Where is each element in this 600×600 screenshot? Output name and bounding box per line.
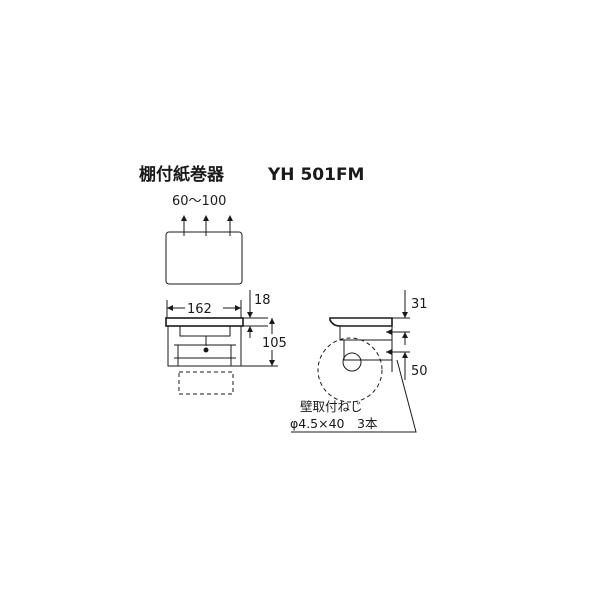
height-label-bg: [262, 334, 292, 350]
side-shelf: [329, 317, 393, 327]
width-arrow-left: [167, 305, 173, 311]
screw-2-head: [386, 349, 392, 355]
paper-roll-outline: [178, 371, 234, 395]
shelf-thickness-label: 18: [254, 293, 271, 308]
holder-knob: [203, 347, 209, 353]
screw-note-line1: 壁取付ねじ: [300, 399, 363, 414]
screw-note-line2: φ4.5×40 3本: [290, 416, 378, 431]
side-roll-core: [342, 352, 362, 372]
width-arrow-right: [235, 305, 241, 311]
height-arrow-top: [269, 318, 275, 324]
front-view: 162 18 105: [165, 290, 292, 395]
shelf-arrow-bottom: [247, 326, 253, 332]
shelf-arrow-top: [247, 312, 253, 318]
fixing-pitch-label: 60〜100: [172, 194, 226, 209]
side-arrow-50: [402, 352, 408, 358]
model-number: YH 501FM: [267, 165, 364, 185]
side-bracket-lower: [343, 340, 392, 361]
side-view: 31 50: [291, 290, 428, 433]
side-arrow-31-top: [402, 312, 408, 318]
width-label-bg: [185, 299, 223, 315]
side-roll-outer: [317, 337, 383, 403]
pitch-arrowhead-center: [203, 215, 209, 221]
screw-leader-line: [291, 359, 417, 433]
width-label: 162: [187, 302, 212, 317]
product-name: 棚付紙巻器: [139, 164, 225, 185]
side-arrow-31-bottom: [402, 332, 408, 338]
height-arrow-bottom: [269, 360, 275, 366]
pitch-arrowhead-left: [181, 215, 187, 221]
side-bottom-label: 50: [411, 364, 428, 379]
shelf-top: [165, 317, 244, 327]
wall-plate-view: 60〜100: [165, 194, 243, 285]
holder-bracket: [179, 325, 231, 337]
height-label: 105: [262, 336, 287, 351]
pitch-arrowhead-right: [227, 215, 233, 221]
side-top-label: 31: [411, 297, 428, 312]
wall-plate: [165, 231, 243, 285]
screw-1-head: [386, 329, 392, 335]
